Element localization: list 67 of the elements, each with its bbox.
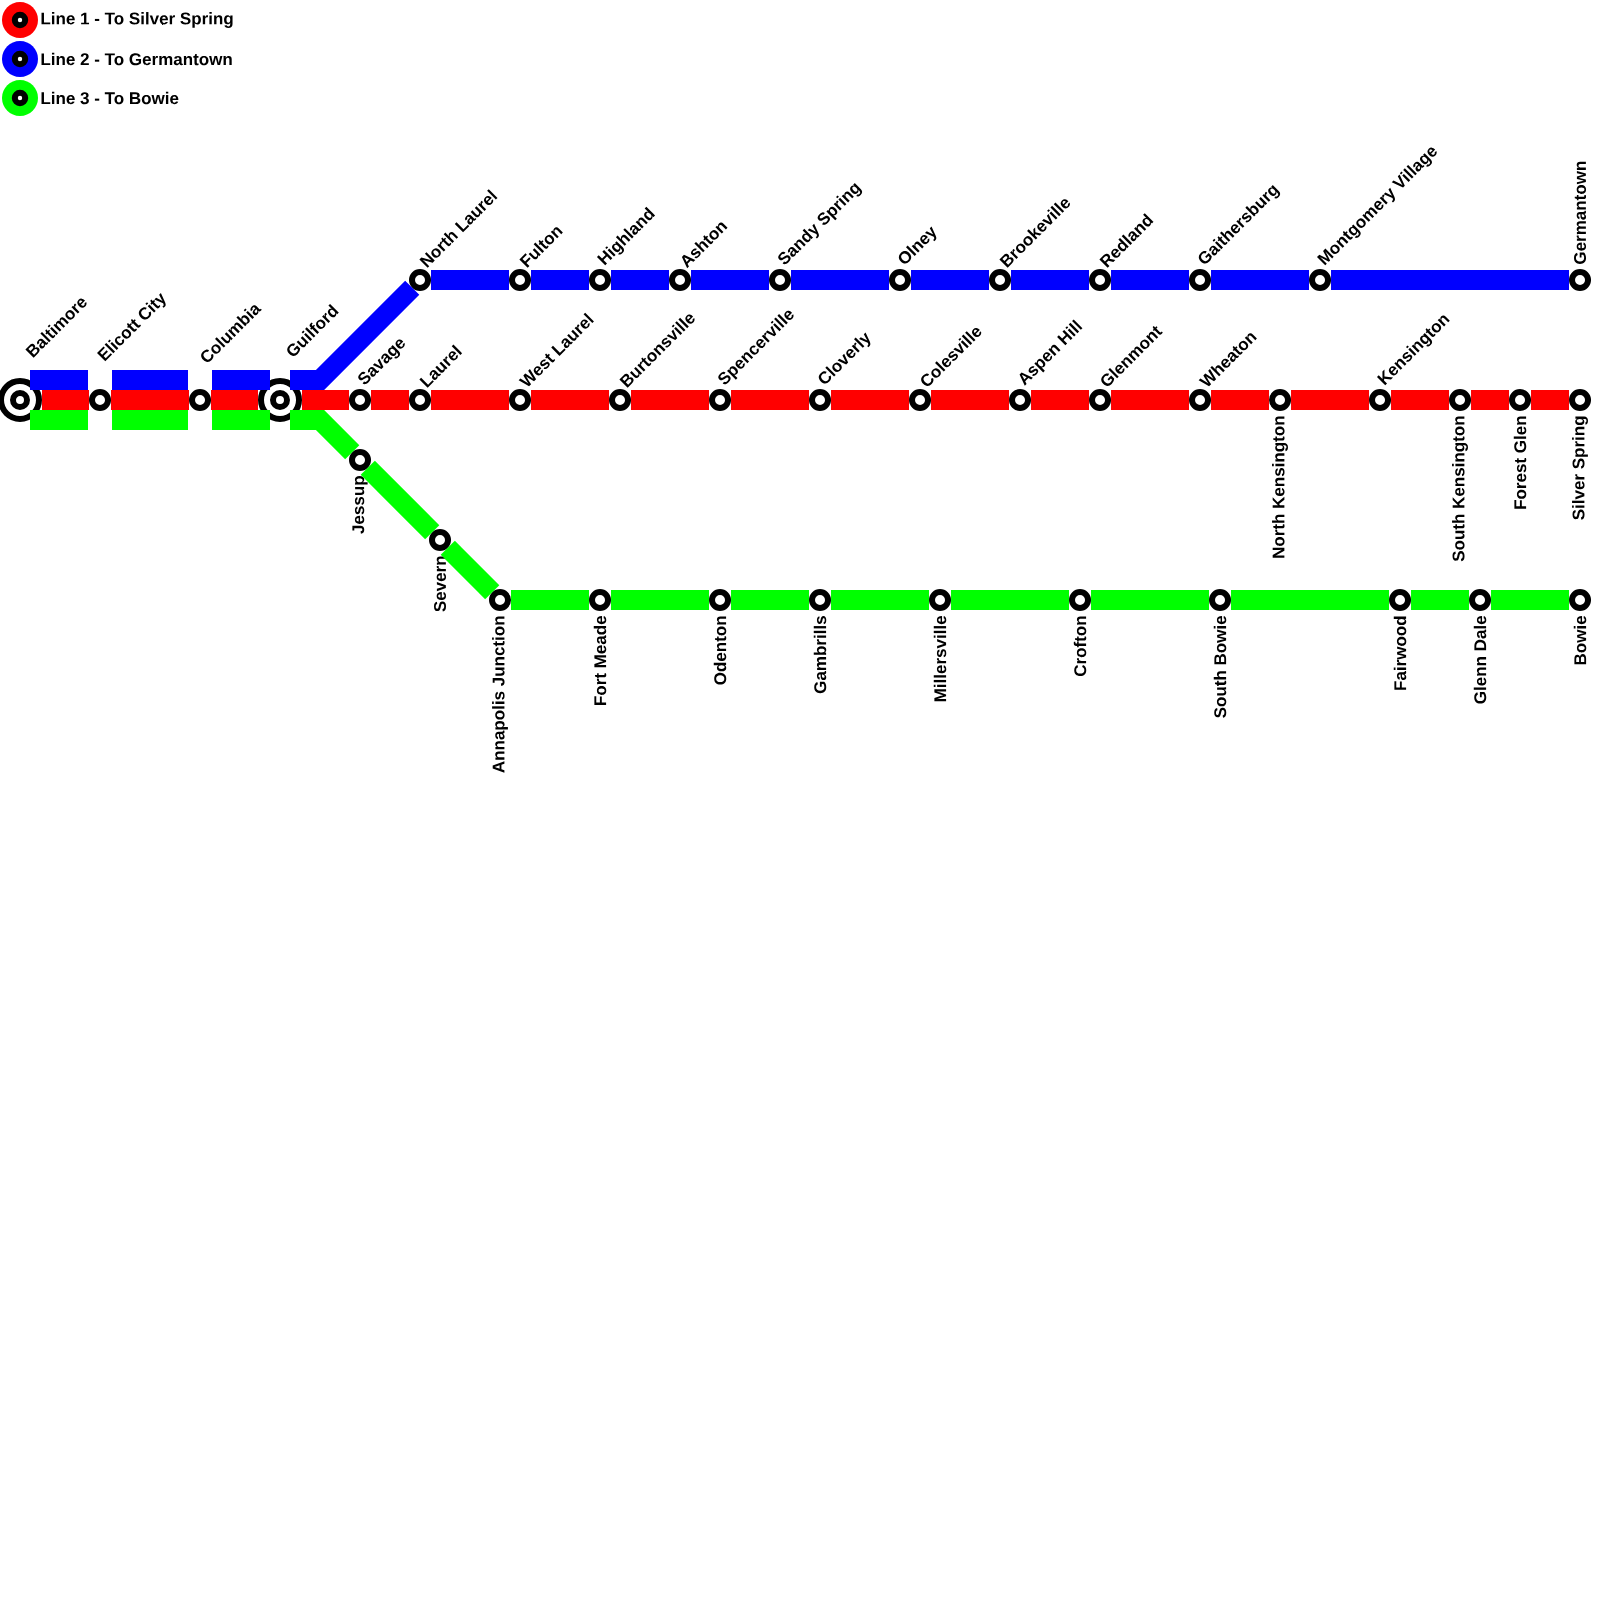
line-segment <box>1331 270 1569 290</box>
station-label: Odenton <box>713 616 727 685</box>
line-segment <box>1531 390 1569 410</box>
line-segment <box>1011 270 1089 290</box>
line-segment <box>831 390 909 410</box>
line-segment <box>611 590 709 610</box>
line-segment <box>531 270 589 290</box>
line-segment <box>1031 390 1089 410</box>
station-label: Jessup <box>352 476 368 534</box>
station-label: Forest Glen <box>1513 416 1527 509</box>
line-segment <box>911 270 989 290</box>
line-segment <box>30 410 88 430</box>
line-segment <box>611 270 669 290</box>
line-segment <box>1211 390 1269 410</box>
line-segment <box>1111 390 1189 410</box>
line-segment <box>731 590 809 610</box>
station-label: Fairwood <box>1393 616 1407 690</box>
legend-label: Line 1 - To Silver Spring <box>41 12 233 28</box>
station-label: South Kensington <box>1452 416 1468 562</box>
line-segment <box>1111 270 1189 290</box>
station-label: Silver Spring <box>1572 416 1588 520</box>
line-segment <box>1091 590 1209 610</box>
line-segment <box>211 390 258 410</box>
station-label: Glenn Dale <box>1473 616 1487 704</box>
line-segment <box>731 390 809 410</box>
line-segment <box>1491 590 1569 610</box>
line-segment <box>631 390 709 410</box>
line-segment <box>531 390 609 410</box>
line-segment <box>290 280 420 390</box>
line-segment <box>290 410 360 460</box>
station-label: North Kensington <box>1272 416 1288 558</box>
line-segment <box>112 410 188 430</box>
line-segment <box>511 590 589 610</box>
line-segment <box>831 590 929 610</box>
line-segment <box>691 270 769 290</box>
line-segment <box>42 390 89 410</box>
legend-label: Line 2 - To Germantown <box>41 52 232 66</box>
line-segment <box>360 460 440 540</box>
line-segment <box>1391 390 1449 410</box>
line-segment <box>440 540 500 600</box>
line-segment <box>431 390 509 410</box>
line-segment <box>951 590 1069 610</box>
line-segment <box>931 390 1009 410</box>
station-label: Annapolis Junction <box>492 616 508 773</box>
line-segment <box>212 370 270 390</box>
station-label: Fort Meade <box>593 616 607 705</box>
station-label: Germantown <box>1574 161 1587 264</box>
line-segment <box>791 270 889 290</box>
line-segment <box>30 370 88 390</box>
line-segment <box>302 390 349 410</box>
line-segment <box>1291 390 1369 410</box>
station-label: Severn <box>434 556 446 612</box>
station-label: South Bowie <box>1213 616 1227 718</box>
station-label: Gambrills <box>813 616 827 694</box>
line-segment <box>1211 270 1309 290</box>
legend-label: Line 3 - To Bowie <box>41 91 179 105</box>
line-segment <box>112 370 188 390</box>
line-segment <box>111 390 189 410</box>
station-label: Bowie <box>1573 616 1587 665</box>
line-segment <box>371 390 409 410</box>
line-segment <box>431 270 509 290</box>
line-segment <box>212 410 270 430</box>
line-segment <box>1471 390 1509 410</box>
line-segment <box>1231 590 1389 610</box>
line-segment <box>1411 590 1469 610</box>
station-label: Crofton <box>1073 616 1087 677</box>
station-label: Millersville <box>933 616 947 702</box>
